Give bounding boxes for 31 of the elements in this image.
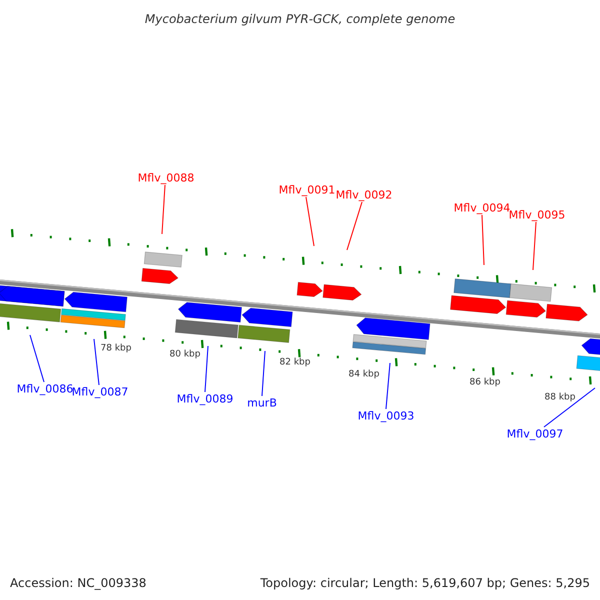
scale-label: 82 kbp (280, 358, 310, 368)
leader-line (532, 222, 536, 270)
gene-label: Mflv_0092 (336, 188, 392, 202)
gene-label: Mflv_0089 (176, 392, 234, 406)
gene-label: Mflv_0093 (358, 410, 414, 422)
gene-label: Mflv_0094 (454, 202, 510, 214)
scale-label: 86 kbp (470, 378, 500, 388)
gene-label: Mflv_0097 (506, 428, 564, 440)
leader-line (306, 196, 314, 246)
footer-note: Accession: NC_009338 (10, 575, 146, 592)
leader-line (482, 214, 484, 266)
gene-label: Mflv_0091 (278, 184, 336, 196)
gene-label: Mflv_0087 (72, 386, 128, 398)
gene-label: Mflv_0086 (16, 382, 74, 396)
leader-line (204, 346, 208, 392)
leader-line (162, 184, 166, 234)
gene-label: Mflv_0095 (508, 208, 566, 222)
leader-line (262, 350, 266, 396)
leader-line (386, 362, 390, 410)
gene-label: murB (247, 396, 277, 410)
leader-line (94, 338, 100, 386)
scale-label: 88 kbp (544, 392, 576, 404)
footer-note: Topology: circular; Length: 5,619,607 bp; Genes: 5,295 (260, 575, 590, 592)
leader-line (30, 334, 44, 382)
scale-label: 84 kbp (348, 370, 380, 380)
gene-label: Mflv_0088 (138, 172, 194, 184)
title: Mycobacterium gilvum PYR-GCK, complete genome (144, 11, 456, 28)
scale-label: 78 kbp (100, 344, 132, 354)
leader-line (346, 202, 362, 250)
scale-label: 80 kbp (170, 350, 200, 360)
leader-line (544, 388, 596, 428)
